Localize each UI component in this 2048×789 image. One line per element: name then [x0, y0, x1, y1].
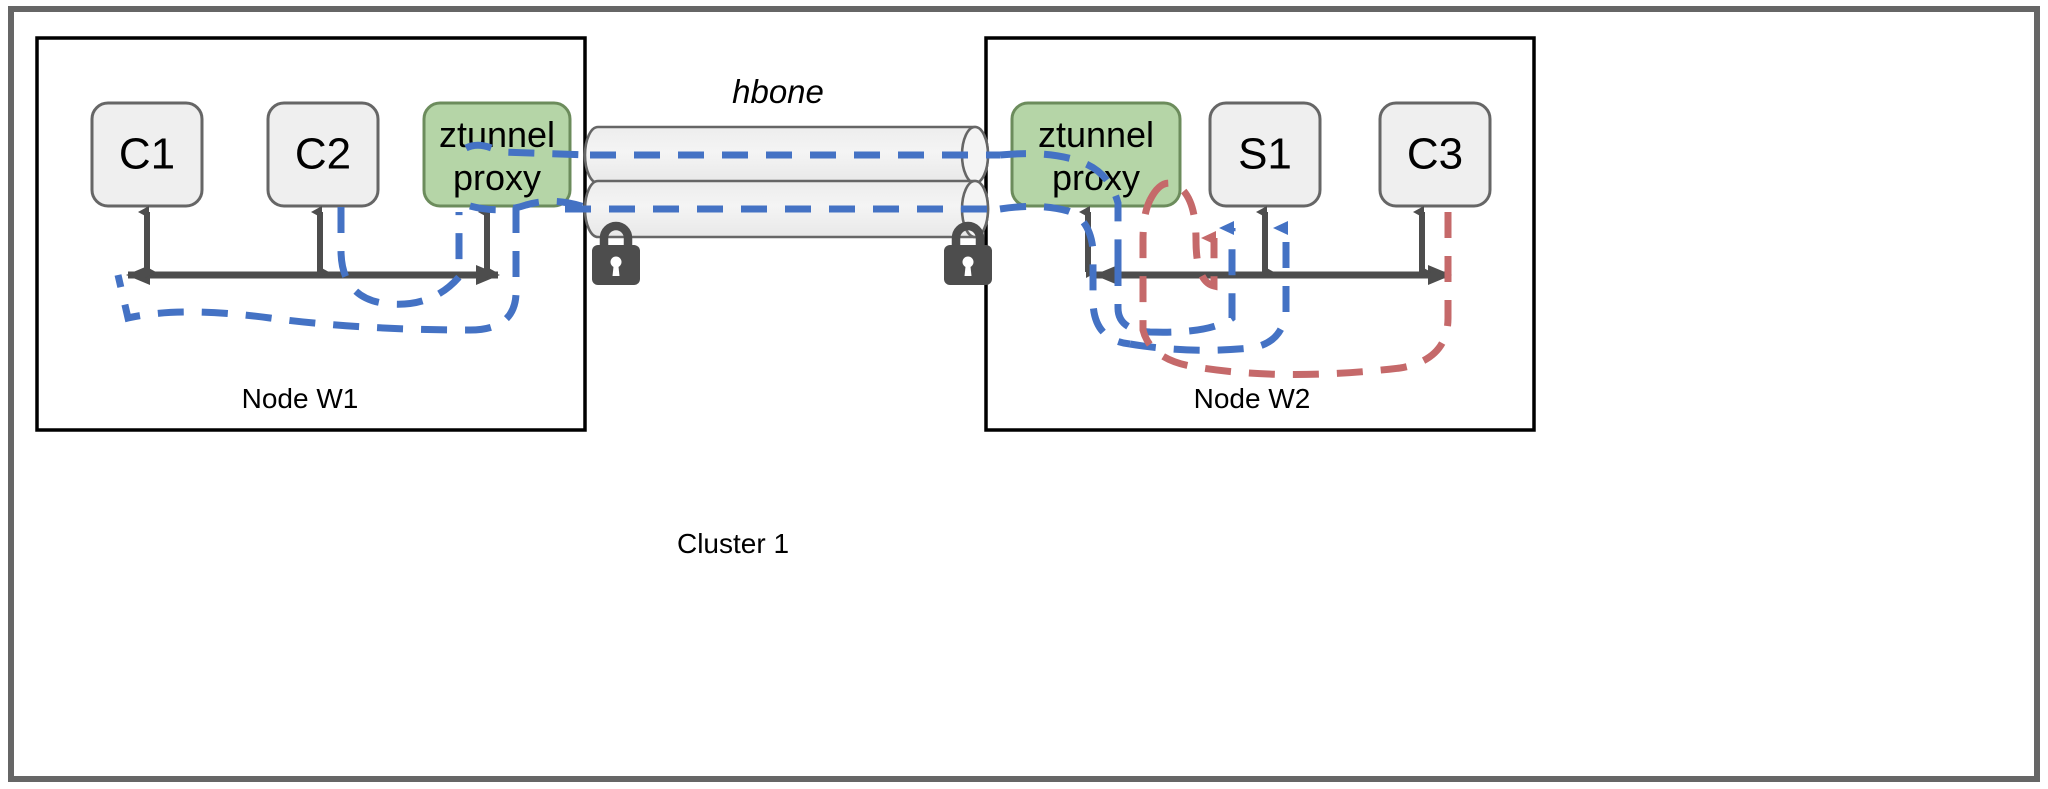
node-label-w1: Node W1: [242, 383, 359, 414]
flow-red-ztunnel-to-s1: [1146, 179, 1218, 291]
ztunnel-label-line1: ztunnel: [439, 114, 555, 155]
workload-label-c1: C1: [119, 130, 175, 179]
workload-label-c3: C3: [1407, 130, 1463, 179]
ztunnel-proxy-box-w2[interactable]: ztunnel proxy: [1010, 101, 1182, 208]
ztunnel-label-line2: proxy: [453, 157, 541, 198]
hbone-tunnel-group: hbone: [565, 73, 1000, 285]
workload-box-c3[interactable]: C3: [1378, 101, 1492, 208]
flow-blue-w1-return: [114, 207, 520, 334]
flow-blue-ztunnel-to-s1: [1114, 221, 1236, 336]
workload-label-s1: S1: [1238, 130, 1292, 179]
workload-label-c2: C2: [295, 130, 351, 179]
ztunnel-label-line2: proxy: [1052, 157, 1140, 198]
flow-blue-hbone-lower-into-w2: [999, 202, 1131, 348]
hbone-label: hbone: [732, 73, 824, 110]
flow-blue-w1-to-hbone: [469, 197, 592, 214]
workload-box-s1[interactable]: S1: [1208, 101, 1322, 208]
lock-icon: [592, 221, 640, 285]
node-label-w2: Node W2: [1194, 383, 1311, 414]
node-box-w1: [35, 36, 587, 432]
ztunnel-label-line1: ztunnel: [1038, 114, 1154, 155]
workload-box-c2[interactable]: C2: [266, 101, 380, 208]
node-w1-group: C1 C2 ztunnel proxy Node W1: [90, 101, 592, 414]
flow-blue-c2-capture: [337, 207, 463, 308]
flow-red-c3-to-ztunnel: [1139, 198, 1452, 379]
lock-icon: [944, 221, 992, 285]
node-w2-group: ztunnel proxy S1 C3 Node W2: [999, 101, 1492, 414]
cluster-label: Cluster 1: [677, 528, 789, 559]
ztunnel-proxy-box-w1[interactable]: ztunnel proxy: [422, 101, 572, 208]
flow-blue-w1-upper-entry: [464, 141, 591, 159]
workload-box-c1[interactable]: C1: [90, 101, 204, 208]
